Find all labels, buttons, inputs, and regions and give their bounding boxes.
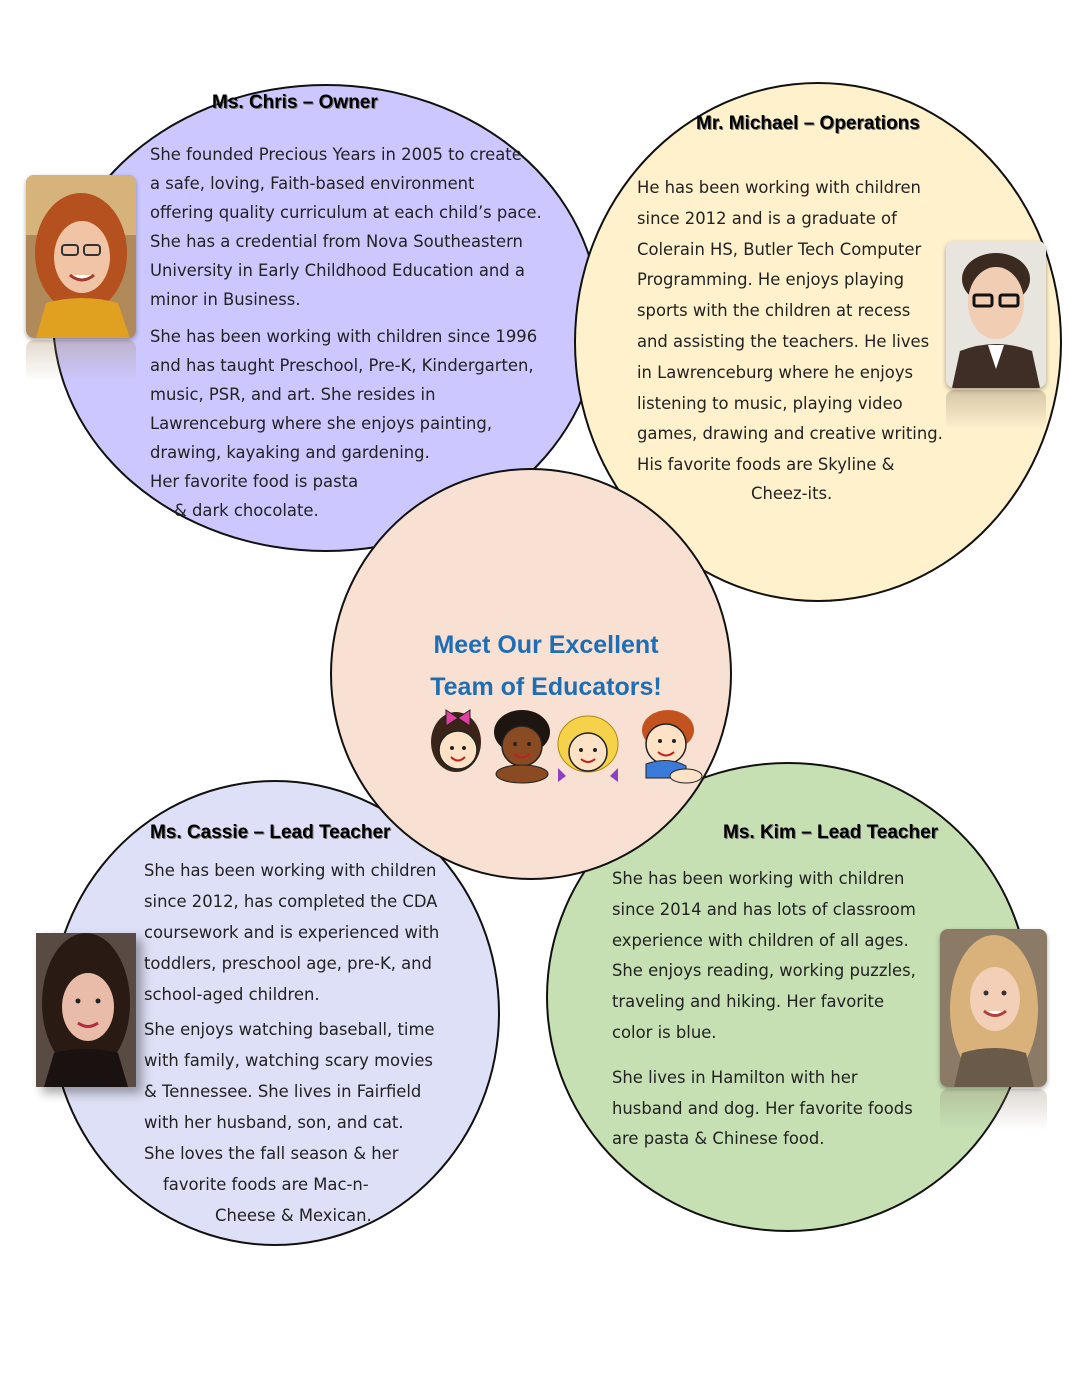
kim-name: Ms. Kim – Lead Teacher	[723, 822, 939, 843]
michael-name: Mr. Michael – Operations	[696, 113, 920, 134]
michael-bio: He has been working with children since …	[637, 173, 943, 510]
bio-line: music, PSR, and art. She resides in	[150, 385, 436, 404]
kid-3	[557, 715, 619, 782]
bio-line: & dark chocolate.	[174, 501, 319, 520]
bio-line: coursework and is experienced with	[144, 923, 440, 942]
bio-line: and has taught Preschool, Pre-K, Kinderg…	[150, 356, 534, 375]
chris-photo-reflection	[26, 340, 136, 382]
cassie-photo	[36, 933, 136, 1087]
bio-line: since 2012 and is a graduate of	[637, 208, 897, 228]
bio-line: She founded Precious Years in 2005 to cr…	[150, 145, 522, 164]
bio-line: His favorite foods are Skyline &	[637, 455, 895, 475]
kim-bio: She has been working with children since…	[612, 864, 916, 1163]
bio-line: She has been working with children	[144, 861, 437, 880]
center-title: Meet Our Excellent Team of Educators!	[330, 624, 762, 708]
kid-1	[431, 709, 481, 772]
bio-line: Her favorite food is pasta	[150, 472, 359, 491]
bio-line: minor in Business.	[150, 290, 301, 309]
bio-line: since 2012, has completed the CDA	[144, 892, 438, 911]
bio-line: traveling and hiking. Her favorite	[612, 992, 885, 1012]
bio-line: offering quality curriculum at each chil…	[150, 203, 542, 222]
bio-line: She has been working with children	[612, 869, 905, 888]
bio-line: toddlers, preschool age, pre-K, and	[144, 954, 432, 973]
kid-4	[642, 710, 703, 784]
bio-line: University in Early Childhood Education …	[150, 261, 525, 280]
cassie-name: Ms. Cassie – Lead Teacher	[150, 822, 391, 843]
cassie-bio: She has been working with children since…	[144, 855, 439, 1239]
kids-clipart	[431, 709, 703, 784]
center-circle	[330, 468, 732, 880]
bio-line: since 2014 and has lots of classroom	[612, 899, 916, 919]
michael-photo	[946, 241, 1046, 388]
bio-line: Cheese & Mexican.	[215, 1206, 372, 1225]
bio-line: experience with children of all ages.	[612, 930, 909, 950]
bio-line: husband and dog. Her favorite foods	[612, 1098, 913, 1118]
bio-line: She has a credential from Nova Southeast…	[150, 232, 523, 251]
bio-line: She enjoys reading, working puzzles,	[612, 961, 916, 981]
bio-line: in Lawrenceburg where he enjoys	[637, 362, 914, 382]
bio-line: are pasta & Chinese food.	[612, 1129, 825, 1149]
bio-line: She lives in Hamilton with her	[612, 1067, 858, 1087]
bio-line: favorite foods are Mac-n-	[163, 1175, 369, 1194]
bio-line: with family, watching scary movies	[144, 1051, 433, 1070]
bio-line: Lawrenceburg where she enjoys painting,	[150, 414, 493, 433]
bio-line: school-aged children.	[144, 985, 320, 1004]
chris-bio: She founded Precious Years in 2005 to cr…	[150, 140, 542, 533]
bio-line: & Tennessee. She lives in Fairfield	[144, 1082, 422, 1101]
bio-line: sports with the children at recess	[637, 301, 911, 321]
bio-line: Programming. He enjoys playing	[637, 270, 905, 290]
kim-photo	[940, 929, 1047, 1087]
bio-line: Colerain HS, Butler Tech Computer	[637, 239, 922, 259]
bio-line: She enjoys watching baseball, time	[144, 1020, 435, 1039]
kim-photo-reflection	[940, 1089, 1047, 1131]
center-title-line: Meet Our Excellent	[433, 631, 659, 659]
bio-line: color is blue.	[612, 1022, 717, 1042]
bio-line: listening to music, playing video	[637, 393, 903, 413]
bio-line: a safe, loving, Faith-based environment	[150, 174, 475, 193]
bio-line: She loves the fall season & her	[144, 1144, 399, 1163]
center-title-line: Team of Educators!	[430, 673, 662, 701]
bio-line: drawing, kayaking and gardening.	[150, 443, 430, 462]
michael-photo-reflection	[946, 390, 1046, 430]
chris-photo	[26, 175, 136, 338]
bio-line: with her husband, son, and cat.	[144, 1113, 404, 1132]
kid-2	[494, 710, 550, 784]
chris-name: Ms. Chris – Owner	[212, 92, 378, 113]
bio-line: Cheez-its.	[751, 483, 833, 503]
bio-line: and assisting the teachers. He lives	[637, 331, 930, 351]
bio-line: He has been working with children	[637, 178, 921, 197]
bio-line: games, drawing and creative writing.	[637, 424, 943, 444]
bio-line: She has been working with children since…	[150, 327, 538, 346]
